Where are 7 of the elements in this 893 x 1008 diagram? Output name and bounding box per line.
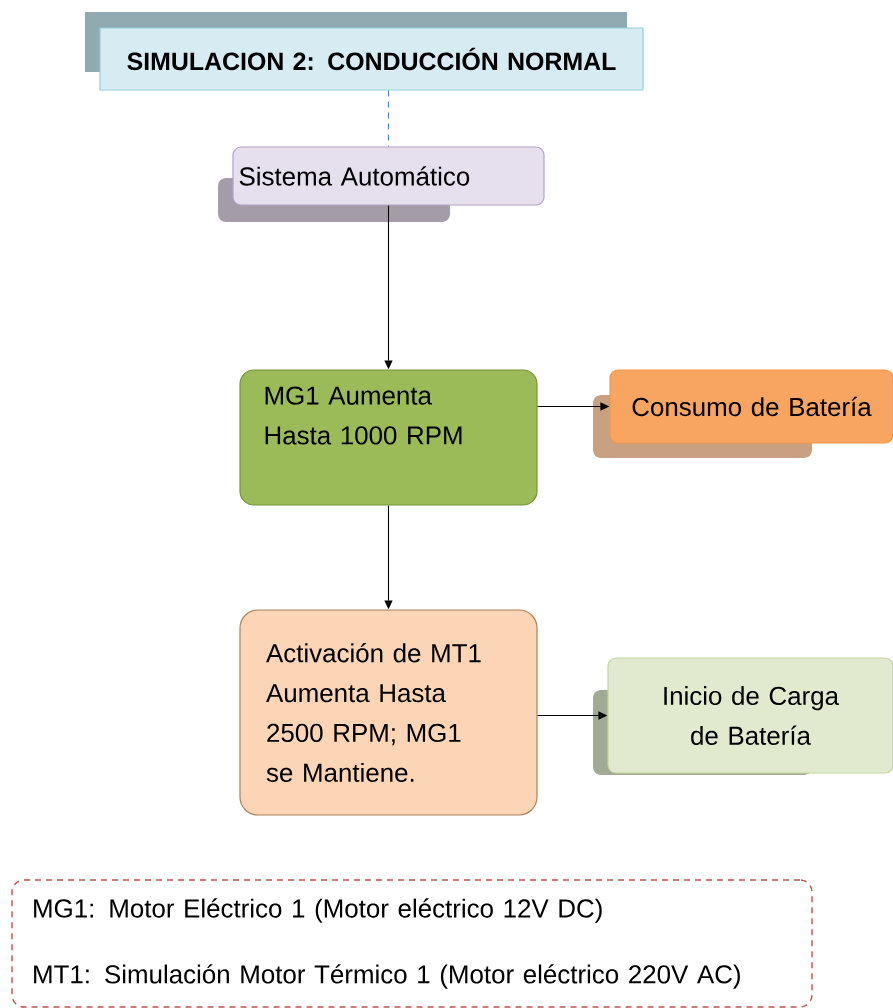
process-box: Sistema Automático <box>218 146 545 222</box>
process-box: Activación de MT1 Aumenta Hasta 2500 RPM; MG1 se Mantiene. <box>239 609 538 816</box>
note-box: MG1: Motor Eléctrico 1 (Motor eléctrico 12V DC) MT1: Simulación Motor Térmico 1 (Motor eléctrico 220V AC) <box>11 879 813 1008</box>
process-box: Consumo de Batería <box>593 369 893 458</box>
process-box: MG1 Aumenta Hasta 1000 RPM <box>239 369 538 506</box>
title-box: SIMULACION 2: CONDUCCIÓN NORMAL <box>85 12 644 91</box>
process-box: Inicio de Carga de Batería <box>593 657 893 775</box>
